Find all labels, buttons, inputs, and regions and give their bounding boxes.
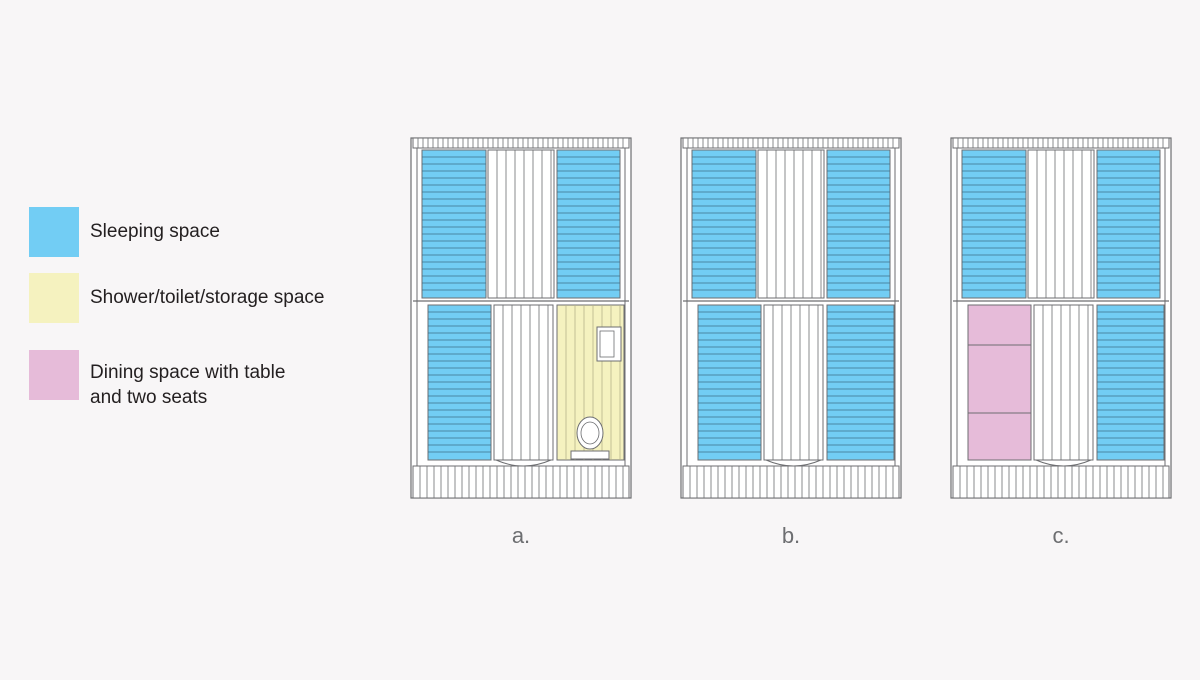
legend-item-dining: Dining space with table and two seats [29,350,449,408]
sink-basin [599,330,615,358]
legend-label-line: Dining space with table [90,362,286,383]
legend-swatch-sleeping [29,207,79,257]
top-rail [952,137,1170,149]
legend-item-sleeping: Sleeping space [29,207,449,259]
bottom-rail [412,465,630,499]
legend-label-line: Shower/toilet/storage space [90,287,325,308]
legend-label-sleeping: Sleeping space [90,219,220,244]
legend-swatch-shower [29,273,79,323]
aisle-space [763,304,824,461]
sleeping-space [826,304,895,461]
plan-caption-b: b. [782,523,800,548]
floor-plan-c: c. [950,137,1172,548]
floor-plan-a: a. [410,137,632,548]
aisle-space [1033,304,1094,461]
sleeping-space [556,149,621,299]
bottom-rail [682,465,900,499]
aisle-space [493,304,554,461]
sleeping-space [826,149,891,299]
aisle-step [1035,459,1092,467]
dining-space [967,304,1032,461]
aisle-space [757,149,825,299]
top-rail [412,137,630,149]
top-rail [682,137,900,149]
toilet-tank [570,450,610,460]
sleeping-space [697,304,762,461]
legend-label-line: Sleeping space [90,221,220,242]
legend-label-line: and two seats [90,387,208,408]
plan-caption-a: a. [512,523,530,548]
sleeping-space [427,304,492,461]
aisle-step [765,459,822,467]
sleeping-space [961,149,1027,299]
sleeping-space [1096,304,1165,461]
floor-plan-b: b. [680,137,902,548]
legend-item-shower: Shower/toilet/storage space [29,273,449,325]
legend-swatch-dining [29,350,79,400]
legend-label-dining: Dining space with table and two seats [90,360,285,410]
sleeping-space [1096,149,1161,299]
plan-caption-c: c. [1052,523,1069,548]
aisle-step [495,459,552,467]
legend-label-shower: Shower/toilet/storage space [90,285,324,310]
toilet-seat [580,421,600,445]
bottom-rail [952,465,1170,499]
sleeping-space [421,149,487,299]
aisle-space [487,149,555,299]
sleeping-space [691,149,757,299]
aisle-space [1027,149,1095,299]
